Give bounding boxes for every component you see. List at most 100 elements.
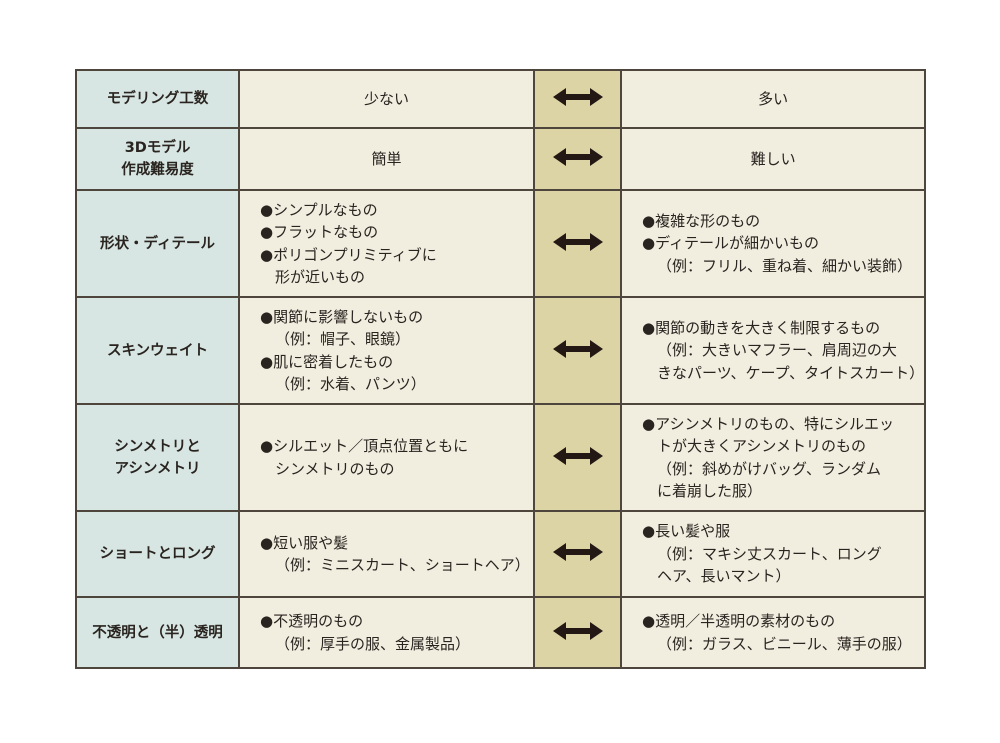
item-continuation: （例：斜めがけバッグ、ランダム [642,458,924,481]
cell-lines: ●関節に影響しないもの（例：帽子、眼鏡）●肌に密着したもの（例：水着、パンツ） [240,306,533,396]
bullet-icon: ● [260,200,274,219]
bullet-icon: ● [260,352,274,371]
double-headed-arrow-icon [552,621,603,645]
right-cell: ●関節の動きを大きく制限するもの（例：大きいマフラー、肩周辺の大きなパーツ、ケー… [619,296,927,405]
item-continuation: 形が近いもの [260,266,533,289]
cell-lines: ●透明／半透明の素材のもの（例：ガラス、ビニール、薄手の服） [622,610,924,655]
bullet-item: ●短い服や髪 [260,532,533,555]
item-text: きなパーツ、ケープ、タイトスカート） [657,363,925,382]
table-row: 不透明と（半）透明●不透明のもの（例：厚手の服、金属製品）●透明／半透明の素材の… [75,596,927,669]
cell-lines: ●シンプルなもの●フラットなもの●ポリゴンプリミティブに形が近いもの [240,199,533,289]
item-text: （例：ミニスカート、ショートヘア） [275,556,530,574]
item-text: トが大きくアシンメトリのもの [657,437,866,455]
bullet-item: ●フラットなもの [260,221,533,244]
item-continuation: シンメトリのもの [260,458,533,481]
bullet-item: ●シルエット／頂点位置ともに [260,435,533,458]
row-header: 3Dモデル作成難易度 [75,127,240,191]
cell-lines: ●不透明のもの（例：厚手の服、金属製品） [240,610,533,655]
row-header-text: モデリング工数 [106,91,209,107]
cell-lines: ●複雑な形のもの●ディテールが細かいもの（例：フリル、重ね着、細かい装飾） [622,210,924,278]
bullet-icon: ● [260,245,274,264]
bullet-item: ●ディテールが細かいもの [642,232,924,255]
item-text: ポリゴンプリミティブに [273,245,437,264]
right-cell: ●透明／半透明の素材のもの（例：ガラス、ビニール、薄手の服） [619,596,927,669]
table-row: モデリング工数 少ない 多い [75,69,927,129]
item-text: （例：厚手の服、金属製品） [275,634,471,653]
item-text: （例：マキシ丈スカート、ロング [657,544,882,563]
double-headed-arrow-icon [552,339,603,363]
item-continuation: （例：ミニスカート、ショートヘア） [260,554,533,577]
bullet-icon: ● [260,223,274,241]
bullet-item: ●肌に密着したもの [260,351,533,374]
cell-lines: ●アシンメトリのもの、特にシルエットが大きくアシンメトリのもの （例：斜めがけバッ… [622,413,924,503]
item-text: 不透明のもの [273,612,364,630]
bullet-item: ●不透明のもの [260,610,533,633]
row-header-text: アシンメトリ [114,460,201,477]
row-header-text: 3Dモデル [124,140,191,156]
cell-lines: ●長い髪や服（例：マキシ丈スカート、ロングヘア、長いマント） [622,520,924,588]
left-cell: ●シンプルなもの●フラットなもの●ポリゴンプリミティブに形が近いもの [238,189,535,298]
item-text: （例：大きいマフラー、肩周辺の大 [657,341,897,360]
item-text: シルエット／頂点位置ともに [273,437,469,455]
bullet-icon: ● [642,234,656,253]
right-cell: ●複雑な形のもの●ディテールが細かいもの（例：フリル、重ね着、細かい装飾） [619,189,927,298]
table-row: 形状・ディテール●シンプルなもの●フラットなもの●ポリゴンプリミティブに形が近い… [75,189,927,298]
item-continuation: きなパーツ、ケープ、タイトスカート） [642,362,924,385]
double-headed-arrow-icon [552,232,603,256]
item-text: アシンメトリのもの、特にシルエッ [655,414,895,433]
arrow-cell [533,596,622,669]
row-header: 不透明と（半）透明 [75,596,240,669]
item-continuation: ヘア、長いマント） [642,565,924,588]
row-header: 形状・ディテール [75,189,240,298]
item-continuation: （例：帽子、眼鏡） [260,328,533,351]
row-header: スキンウェイト [75,296,240,405]
bullet-item: ●シンプルなもの [260,199,533,222]
bullet-icon: ● [642,612,656,630]
item-continuation: トが大きくアシンメトリのもの [642,435,924,458]
double-headed-arrow-icon [552,148,603,171]
table-row: 3Dモデル作成難易度簡単難しい [75,127,927,191]
row-header: ショートとロング [75,510,240,598]
row-header-text: 作成難易度 [121,162,194,178]
item-text: （例：帽子、眼鏡） [275,330,411,348]
item-text: 形が近いもの [275,268,366,286]
cell-lines: ●関節の動きを大きく制限するもの（例：大きいマフラー、肩周辺の大きなパーツ、ケー… [622,317,924,385]
item-continuation: （例：フリル、重ね着、細かい装飾） [642,255,924,278]
bullet-item: ●複雑な形のもの [642,210,924,233]
left-cell: ●不透明のもの（例：厚手の服、金属製品） [238,596,535,669]
arrow-cell [533,510,622,598]
right-cell: ●長い髪や服（例：マキシ丈スカート、ロングヘア、長いマント） [619,510,927,598]
left-cell: ●シルエット／頂点位置ともにシンメトリのもの [238,403,535,512]
right-cell: 難しい [619,127,927,191]
item-text: 関節に影響しないもの [273,307,424,326]
row-header-text: 形状・ディテール [100,235,215,252]
cell-lines: ●短い服や髪（例：ミニスカート、ショートヘア） [240,532,533,577]
left-cell: ●関節に影響しないもの（例：帽子、眼鏡）●肌に密着したもの（例：水着、パンツ） [238,296,535,405]
row-header: モデリング工数 [75,69,240,129]
item-continuation: （例：厚手の服、金属製品） [260,633,533,656]
bullet-icon: ● [260,437,274,455]
right-value: 難しい [750,149,796,168]
row-header-text: ショートとロング [99,546,216,562]
arrow-cell [533,403,622,512]
item-text: 肌に密着したもの [273,352,394,371]
bullet-icon: ● [642,414,656,433]
double-headed-arrow-icon [552,446,603,470]
row-header-text: スキンウェイト [106,342,209,359]
arrow-cell [533,296,622,405]
cell-lines: ●シルエット／頂点位置ともにシンメトリのもの [240,435,533,480]
item-text: 長い髪や服 [655,522,731,541]
right-value: 多い [758,89,789,108]
row-header-text: 不透明と（半）透明 [92,624,223,641]
bullet-icon: ● [642,211,656,230]
left-cell: 少ない [238,69,535,129]
arrow-cell [533,69,622,129]
item-text: 透明／半透明の素材のもの [655,612,836,630]
table-row: スキンウェイト●関節に影響しないもの（例：帽子、眼鏡）●肌に密着したもの（例：水… [75,296,927,405]
item-text: シンメトリのもの [275,459,395,478]
double-headed-arrow-icon [552,543,603,566]
double-headed-arrow-icon [552,88,603,111]
bullet-item: ●アシンメトリのもの、特にシルエッ [642,413,924,436]
bullet-item: ●ポリゴンプリミティブに [260,244,533,267]
